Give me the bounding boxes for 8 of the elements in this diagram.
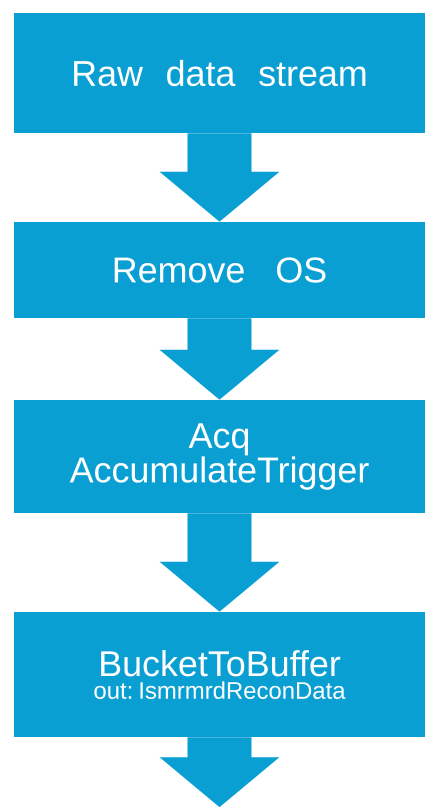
block-arrow (160, 737, 280, 807)
block-arrow (160, 318, 280, 400)
process-box: Raw data stream (14, 13, 425, 133)
process-box: Acq AccumulateTrigger (14, 400, 425, 513)
block-arrow (160, 133, 280, 222)
process-box: BucketToBuffer out: IsmrmrdReconData (14, 612, 425, 737)
block-arrow (160, 513, 280, 612)
process-box: Remove OS (14, 222, 425, 318)
